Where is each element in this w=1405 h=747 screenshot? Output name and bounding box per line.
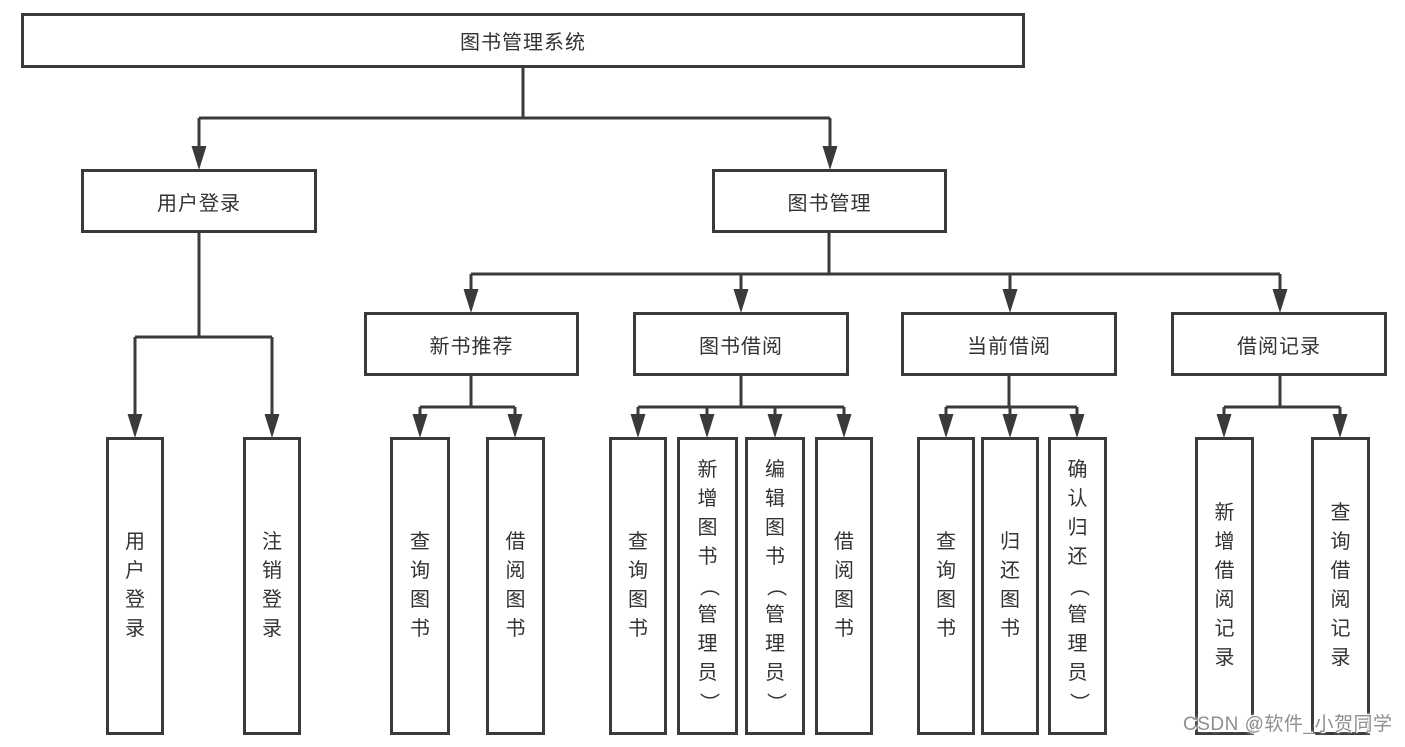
node-leaf-confirm-return-admin: 确认归还（管理员） (1048, 437, 1107, 735)
node-label: 当前借阅 (967, 335, 1051, 358)
node-leaf-query-books: 查询图书 (390, 437, 450, 735)
node-label: 查询图书 (936, 531, 956, 640)
connector-root (197, 68, 832, 150)
node-current-borrow: 当前借阅 (901, 312, 1117, 376)
node-label: 借阅记录 (1237, 335, 1321, 358)
node-label: 归还图书 (1000, 531, 1020, 640)
connector-current-borrow (944, 376, 1079, 420)
node-leaf-borrow-books: 借阅图书 (486, 437, 545, 735)
node-leaf-edit-book-admin: 编辑图书（管理员） (745, 437, 805, 735)
connector-user-login (133, 233, 274, 418)
node-book-borrow: 图书借阅 (633, 312, 849, 376)
node-label: 借阅图书 (834, 531, 854, 640)
node-label: 查询图书 (628, 531, 648, 640)
watermark: CSDN @软件_小贺同学 (1183, 714, 1393, 735)
node-label: 图书管理系统 (460, 32, 586, 54)
node-leaf-query-borrow-record: 查询借阅记录 (1311, 437, 1370, 735)
connector-book-borrow (636, 376, 846, 420)
connector-new-books (418, 376, 517, 420)
node-root: 图书管理系统 (21, 13, 1025, 68)
node-leaf-return-book: 归还图书 (981, 437, 1039, 735)
node-leaf-logout: 注销登录 (243, 437, 301, 735)
node-leaf-user-login: 用户登录 (106, 437, 164, 735)
connector-book-mgmt (469, 233, 1282, 293)
node-label: 借阅图书 (505, 531, 526, 640)
node-user-login: 用户登录 (81, 169, 317, 233)
node-book-management: 图书管理 (712, 169, 947, 233)
node-label: 图书管理 (787, 192, 872, 215)
node-leaf-borrow-books: 借阅图书 (815, 437, 873, 735)
node-new-book-recommend: 新书推荐 (364, 312, 579, 376)
node-label: 新增借阅记录 (1214, 502, 1235, 669)
node-label: 确认归还（管理员） (1067, 458, 1089, 713)
node-leaf-add-book-admin: 新增图书（管理员） (677, 437, 738, 735)
node-leaf-add-borrow-record: 新增借阅记录 (1195, 437, 1254, 735)
arrowheads (127, 146, 1348, 438)
node-borrow-records: 借阅记录 (1171, 312, 1387, 376)
node-leaf-query-books: 查询图书 (609, 437, 667, 735)
node-label: 查询借阅记录 (1330, 502, 1351, 669)
node-leaf-query-books: 查询图书 (917, 437, 975, 735)
node-label: 注销登录 (262, 531, 282, 640)
connector-borrow-records (1222, 376, 1342, 420)
node-label: 图书借阅 (699, 335, 783, 358)
node-label: 新书推荐 (429, 335, 514, 358)
node-label: 用户登录 (157, 192, 241, 215)
node-label: 查询图书 (410, 531, 430, 640)
node-label: 编辑图书（管理员） (764, 458, 787, 713)
node-label: 新增图书（管理员） (697, 458, 719, 713)
node-label: 用户登录 (125, 531, 145, 640)
